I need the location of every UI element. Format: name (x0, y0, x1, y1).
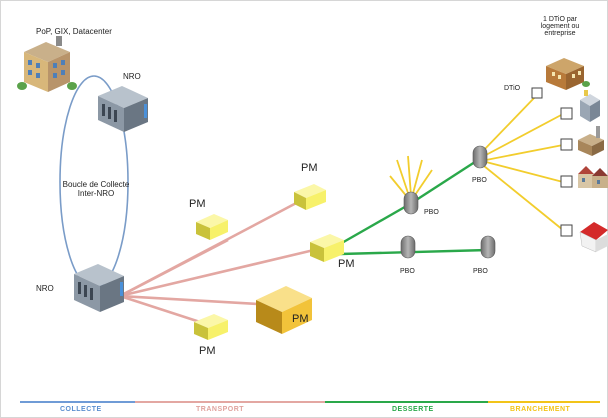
desserte-link-pbo-top (409, 158, 479, 206)
dtio-note-line3: entreprise (544, 30, 576, 37)
pbo-mid-node (403, 191, 419, 215)
legend-branchement: BRANCHEMENT (510, 406, 571, 413)
dtio-note: 1 DTiO par logement ou entreprise (522, 16, 598, 37)
legend-collecte: COLLECTE (60, 406, 102, 413)
dtio-label: DTiO (504, 85, 521, 92)
dtio-note-line1: 1 DTiO par (543, 16, 577, 23)
enterprise-building-icon (546, 58, 590, 90)
pop-label: PoP, GIX, Datacenter (36, 27, 112, 36)
branchement-links (389, 95, 564, 231)
pbo-low-left-node (400, 235, 416, 259)
pbo-low-right-label: PBO (473, 268, 488, 275)
transport-links (119, 198, 315, 324)
datacenter-building-icon (17, 36, 77, 92)
factory-icon (578, 126, 604, 156)
nro-top-server-icon (98, 86, 148, 132)
loop-label: Boucle de Collecte Inter-NRO (58, 180, 134, 198)
nro-top-label: NRO (123, 72, 141, 81)
branchement-link-office (483, 113, 564, 157)
pm-large-label: PM (292, 313, 309, 325)
pbo-mid-label: PBO (424, 209, 439, 216)
pm-box-large (256, 286, 312, 334)
transport-link-pm-main (119, 248, 315, 298)
pm-main-label: PM (338, 258, 355, 270)
desserte-link-pbo-mid (339, 202, 411, 246)
transport-link-pm-upper-left (119, 238, 229, 298)
dtio-box-townhouses (560, 175, 573, 188)
legend-desserte: DESSERTE (392, 406, 434, 413)
dtio-box-house (560, 224, 573, 237)
dtio-box-office (560, 107, 573, 120)
townhouses-icon (578, 166, 608, 188)
branchement-link-townhouses (485, 161, 564, 183)
loop-label-line2: Inter-NRO (77, 189, 115, 198)
dtio-box-main (531, 87, 543, 99)
pm-upper-left-label: PM (189, 198, 206, 210)
pm-box-lower (194, 314, 228, 340)
pbo-low-left-label: PBO (400, 268, 415, 275)
house-icon (579, 222, 608, 253)
pm-lower-label: PM (199, 345, 216, 357)
loop-label-line1: Boucle de Collecte (62, 180, 130, 189)
pm-upper-right-label: PM (301, 162, 318, 174)
dtio-box-factory (560, 138, 573, 151)
legend-transport: TRANSPORT (196, 406, 245, 413)
pm-box-main (310, 234, 344, 262)
transport-link-pm-lower (119, 294, 201, 324)
office-tower-icon (580, 90, 600, 122)
branchement-link-house (483, 165, 564, 231)
pbo-top-node (472, 145, 488, 169)
transport-link-pm-large (119, 294, 259, 306)
pm-box-upper-right (294, 184, 326, 210)
nro-bottom-server-icon (74, 264, 124, 312)
dtio-note-line2: logement ou (540, 23, 580, 30)
branchement-link-factory (485, 144, 564, 161)
pm-box-upper-left (196, 214, 228, 240)
nro-bottom-label: NRO (36, 284, 54, 293)
pbo-top-label: PBO (472, 177, 487, 184)
branchement-link-dtio (481, 95, 537, 153)
pbo-low-right-node (480, 235, 496, 259)
